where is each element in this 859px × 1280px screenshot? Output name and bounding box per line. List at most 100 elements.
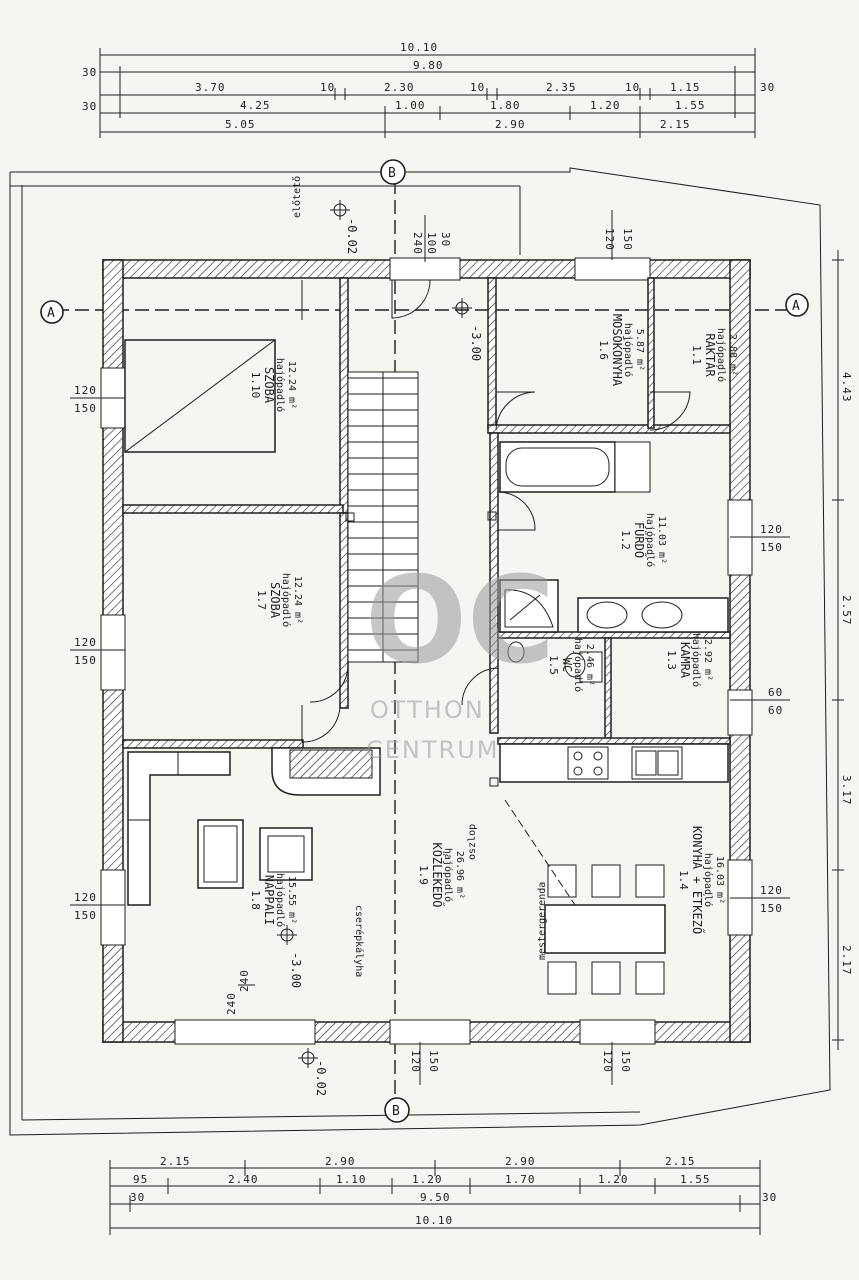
svg-text:2.90: 2.90 [505, 1155, 536, 1168]
svg-text:120: 120 [409, 1050, 422, 1073]
room-text: 1.7 [255, 590, 268, 610]
room-text: hajópadló [280, 573, 292, 627]
svg-text:240: 240 [238, 969, 251, 992]
dim-top-r3e: 2.35 [546, 81, 577, 94]
top-dimension-chain: 10.10 30 9.80 3.70 10 2.30 10 2.35 10 1.… [82, 41, 774, 138]
wall-openings [100, 257, 753, 1045]
dim-top-r3b: 10 [320, 81, 335, 94]
svg-text:150: 150 [74, 654, 97, 667]
room-text: KÖZLEKEDŐ [430, 842, 446, 907]
room-text: KAMRA [678, 642, 692, 679]
svg-text:240: 240 [225, 992, 238, 1015]
room-text: 12.24 m² [286, 361, 297, 409]
svg-text:30: 30 [762, 1191, 777, 1204]
svg-text:120: 120 [74, 636, 97, 649]
dim-top-r4a: 30 [82, 100, 97, 113]
svg-text:60: 60 [768, 686, 783, 699]
label-level3: -3.00 [289, 952, 303, 988]
room-text: 1.3 [665, 650, 678, 670]
dim-top-r3d: 10 [470, 81, 485, 94]
room-text: hajópadló [690, 633, 702, 687]
room-text: MOSÓKONYHA [610, 314, 625, 387]
room-text: KONYHA + ÉTKEZŐ [690, 826, 705, 934]
diagonal-cross-room110 [124, 339, 276, 453]
svg-text:B: B [392, 1104, 400, 1119]
svg-text:150: 150 [74, 402, 97, 415]
svg-text:150: 150 [760, 902, 783, 915]
dim-top-r4f: 1.55 [675, 99, 706, 112]
room-text: hajópadló [622, 323, 634, 377]
bottom-dimension-chain: 2.15 2.90 2.90 2.15 95 2.40 1.10 1.20 1.… [109, 1155, 777, 1235]
toilet [507, 641, 603, 683]
svg-text:2.57: 2.57 [840, 595, 853, 626]
right-dimension-chain: 4.43 2.57 3.17 2.17 [832, 250, 853, 1050]
label-cserepkalyha: cserépkályha [353, 905, 365, 977]
svg-text:OC: OC [365, 552, 555, 691]
svg-text:120: 120 [601, 1050, 614, 1073]
svg-text:120: 120 [760, 523, 783, 536]
dim-top-r3g: 1.15 [670, 81, 701, 94]
label-mestergerenda: mestergerenda [537, 882, 548, 960]
svg-text:CENTRUM: CENTRUM [366, 736, 499, 764]
coffee-table [197, 819, 244, 889]
dim-top-r3f: 10 [625, 81, 640, 94]
dim-top-r4e: 1.20 [590, 99, 621, 112]
room-text: 1.8 [249, 890, 262, 910]
svg-text:30: 30 [130, 1191, 145, 1204]
armchair [259, 827, 313, 881]
room-text: hajópadló [715, 328, 727, 382]
svg-text:3.17: 3.17 [840, 775, 853, 806]
svg-text:2.17: 2.17 [840, 945, 853, 976]
section-mark-a-left: A [40, 300, 64, 324]
dining-table [544, 864, 666, 995]
room-text: hajópadló [572, 638, 584, 692]
room-text: 1.4 [677, 870, 690, 890]
room-text: 1.6 [597, 340, 610, 360]
level-markers [277, 200, 499, 1068]
room-text: hajópadló [702, 853, 714, 907]
svg-text:2.90: 2.90 [325, 1155, 356, 1168]
opening-dims: 120 150 120 150 120 150 120 150 60 60 12… [70, 210, 790, 1085]
misc-labels: előtető cserépkályha oszlop mestergerend… [289, 176, 548, 1096]
dim-top-r4b: 4.25 [240, 99, 271, 112]
svg-text:2.40: 2.40 [228, 1173, 259, 1186]
dim-top-r2b: 9.80 [413, 59, 444, 72]
svg-text:150: 150 [621, 228, 634, 251]
room-text: hajópadló [274, 873, 286, 927]
svg-text:1.70: 1.70 [505, 1173, 536, 1186]
room-text: 5.87 m² [634, 329, 645, 371]
room-text: 15.55 m² [286, 876, 297, 924]
dim-top-r4d: 1.80 [490, 99, 521, 112]
room-text: SZOBA [268, 582, 282, 619]
svg-text:A: A [792, 299, 800, 314]
watermark-logo: OC OTTHON CENTRUM [365, 552, 555, 764]
svg-text:10.10: 10.10 [415, 1214, 453, 1227]
room-text: 12.24 m² [292, 576, 303, 624]
double-sink [577, 597, 729, 633]
svg-text:150: 150 [760, 541, 783, 554]
section-mark-b-top: B [380, 159, 406, 185]
svg-text:2.15: 2.15 [665, 1155, 696, 1168]
svg-text:1.55: 1.55 [680, 1173, 711, 1186]
roof-outline [9, 167, 831, 1136]
label-oszlop: oszlop [467, 824, 478, 860]
dim-top-r4c: 1.00 [395, 99, 426, 112]
room-text: 1.10 [249, 372, 262, 399]
dim-top-r5a: 5.05 [225, 118, 256, 131]
section-mark-a-right: A [785, 293, 809, 317]
label-level4: -0.02 [314, 1060, 328, 1096]
svg-text:120: 120 [760, 884, 783, 897]
label-level1: -0.02 [345, 218, 359, 254]
svg-text:1.20: 1.20 [598, 1173, 629, 1186]
room-text: NAPPALI [262, 875, 276, 926]
dim-top-r5c: 2.15 [660, 118, 691, 131]
